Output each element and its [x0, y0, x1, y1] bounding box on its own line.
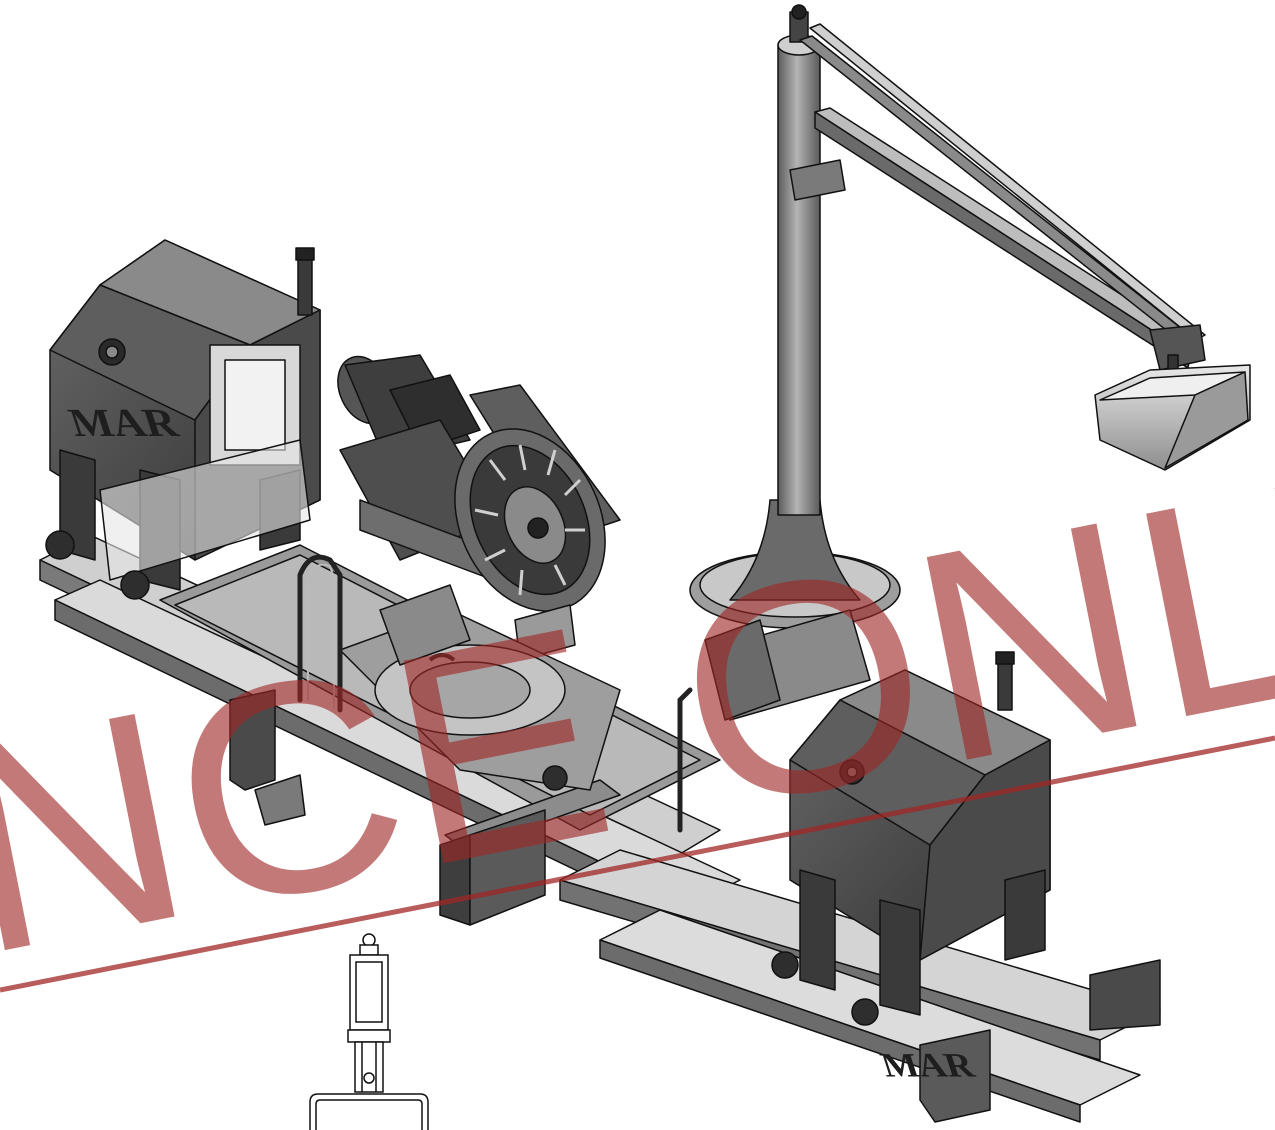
guard-rail — [297, 554, 693, 833]
left-housing-brand: MAR — [64, 402, 184, 446]
watermark-underline — [0, 735, 1275, 993]
left-carriage-housing — [45, 239, 321, 600]
right-housing-brand: MAR — [876, 1046, 979, 1084]
jib-crane — [689, 4, 1251, 629]
turntable — [339, 584, 621, 791]
detail-view — [309, 933, 429, 1130]
central-motor-assembly — [337, 354, 621, 661]
right-carriage-housing — [704, 609, 1051, 1026]
